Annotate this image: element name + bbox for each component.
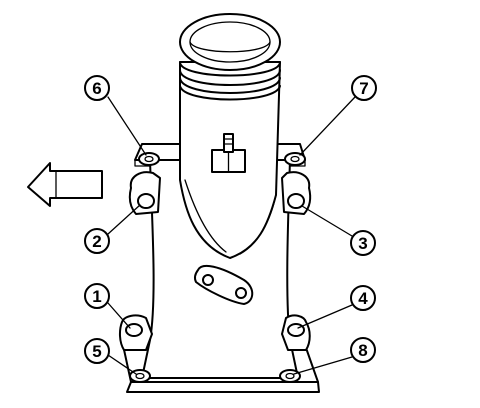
left-ear — [128, 171, 161, 215]
callout-label: 4 — [358, 289, 368, 308]
callout-2: 2 — [84, 228, 110, 254]
right-ear — [281, 171, 312, 215]
callout-8: 8 — [350, 337, 376, 363]
callout-7: 7 — [351, 75, 377, 101]
lower-left-boss — [118, 314, 153, 351]
callout-label: 7 — [359, 79, 368, 98]
callout-label: 1 — [92, 287, 101, 306]
bolt-hole-7 — [284, 152, 306, 166]
callout-4: 4 — [350, 285, 376, 311]
callout-1: 1 — [84, 283, 110, 309]
leader-lines — [107, 96, 356, 375]
stud-fitting — [211, 133, 246, 173]
callout-label: 6 — [92, 79, 101, 98]
bolt-hole-6 — [138, 152, 160, 166]
bolt-hole-8 — [279, 369, 301, 383]
left-arrow-icon — [27, 162, 103, 207]
callout-5: 5 — [84, 338, 110, 364]
callout-label: 2 — [92, 232, 101, 251]
callout-label: 3 — [358, 234, 367, 253]
callout-label: 8 — [358, 341, 367, 360]
callout-3: 3 — [350, 230, 376, 256]
callout-6: 6 — [84, 75, 110, 101]
callout-label: 5 — [92, 342, 101, 361]
bracket-plate — [193, 264, 254, 305]
lower-right-boss — [281, 314, 311, 351]
